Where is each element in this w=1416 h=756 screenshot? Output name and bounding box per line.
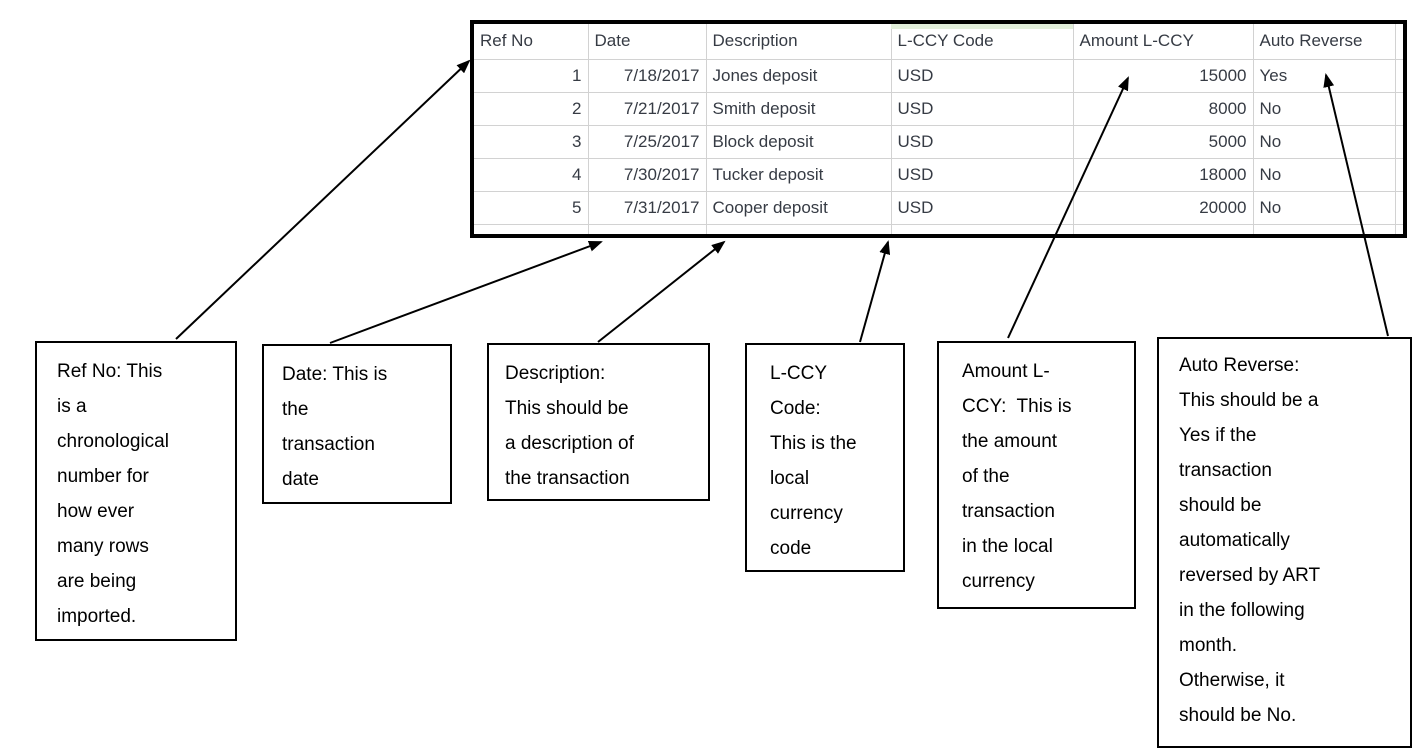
- callout-date: Date: This is the transaction date: [262, 344, 452, 504]
- cell-spacer: [1394, 91, 1403, 126]
- cell-ref-no: 2: [474, 91, 589, 126]
- cell-amount: 5000: [1072, 124, 1254, 159]
- cell-auto-reverse: No: [1252, 124, 1396, 159]
- cell-l-ccy-code: USD: [890, 58, 1074, 93]
- arrow-date: [329, 241, 603, 344]
- cell-ref-no: 4: [474, 157, 589, 192]
- header-cell-description: Description: [705, 24, 892, 60]
- table-row: 2 7/21/2017 Smith deposit USD 8000 No: [474, 91, 1403, 126]
- cell-amount: 8000: [1072, 91, 1254, 126]
- cell-amount: 20000: [1072, 190, 1254, 225]
- table-row: 1 7/18/2017 Jones deposit USD 15000 Yes: [474, 58, 1403, 93]
- table-row: 3 7/25/2017 Block deposit USD 5000 No: [474, 124, 1403, 159]
- spreadsheet-table: Ref No Date Description L-CCY Code Amoun…: [470, 20, 1407, 238]
- cell-description: Smith deposit: [705, 91, 892, 126]
- header-cell-amount-l-ccy: Amount L-CCY: [1072, 24, 1254, 60]
- cell-description: Cooper deposit: [705, 190, 892, 225]
- cell-date: 7/30/2017: [587, 157, 707, 192]
- cell-auto-reverse: No: [1252, 190, 1396, 225]
- cell-ref-no: 5: [474, 190, 589, 225]
- cell-auto-reverse: No: [1252, 157, 1396, 192]
- cell-l-ccy-code: USD: [890, 157, 1074, 192]
- table-row: 4 7/30/2017 Tucker deposit USD 18000 No: [474, 157, 1403, 192]
- arrow-ref-no: [175, 59, 471, 340]
- cell-auto-reverse: No: [1252, 91, 1396, 126]
- cell-description: Block deposit: [705, 124, 892, 159]
- cell-spacer: [1394, 157, 1403, 192]
- cell-date: 7/25/2017: [587, 124, 707, 159]
- callout-amount-l-ccy: Amount L- CCY: This is the amount of the…: [937, 341, 1136, 609]
- header-cell-spacer: [1394, 24, 1403, 60]
- table-row: 5 7/31/2017 Cooper deposit USD 20000 No: [474, 190, 1403, 225]
- cell-ref-no: 1: [474, 58, 589, 93]
- header-cell-auto-reverse: Auto Reverse: [1252, 24, 1396, 60]
- cell-amount: 18000: [1072, 157, 1254, 192]
- header-cell-ref-no: Ref No: [474, 24, 589, 60]
- table-header-row: Ref No Date Description L-CCY Code Amoun…: [474, 24, 1403, 60]
- cell-amount: 15000: [1072, 58, 1254, 93]
- table-row-empty: [474, 223, 1403, 234]
- cell-spacer: [1394, 124, 1403, 159]
- cell-l-ccy-code: USD: [890, 124, 1074, 159]
- callout-ref-no: Ref No: This is a chronological number f…: [35, 341, 237, 641]
- selection-tint-strip: [891, 24, 1073, 29]
- cell-date: 7/18/2017: [587, 58, 707, 93]
- cell-l-ccy-code: USD: [890, 190, 1074, 225]
- cell-auto-reverse: Yes: [1252, 58, 1396, 93]
- header-cell-l-ccy-code: L-CCY Code: [890, 24, 1074, 60]
- cell-date: 7/21/2017: [587, 91, 707, 126]
- arrow-description: [597, 240, 726, 343]
- callout-description: Description: This should be a descriptio…: [487, 343, 710, 501]
- cell-description: Jones deposit: [705, 58, 892, 93]
- cell-date: 7/31/2017: [587, 190, 707, 225]
- cell-spacer: [1394, 58, 1403, 93]
- cell-ref-no: 3: [474, 124, 589, 159]
- callout-l-ccy-code: L-CCY Code: This is the local currency c…: [745, 343, 905, 572]
- cell-spacer: [1394, 190, 1403, 225]
- cell-l-ccy-code: USD: [890, 91, 1074, 126]
- callout-auto-reverse: Auto Reverse: This should be a Yes if th…: [1157, 337, 1412, 748]
- header-cell-date: Date: [587, 24, 707, 60]
- arrow-l-ccy-code: [859, 240, 891, 343]
- cell-description: Tucker deposit: [705, 157, 892, 192]
